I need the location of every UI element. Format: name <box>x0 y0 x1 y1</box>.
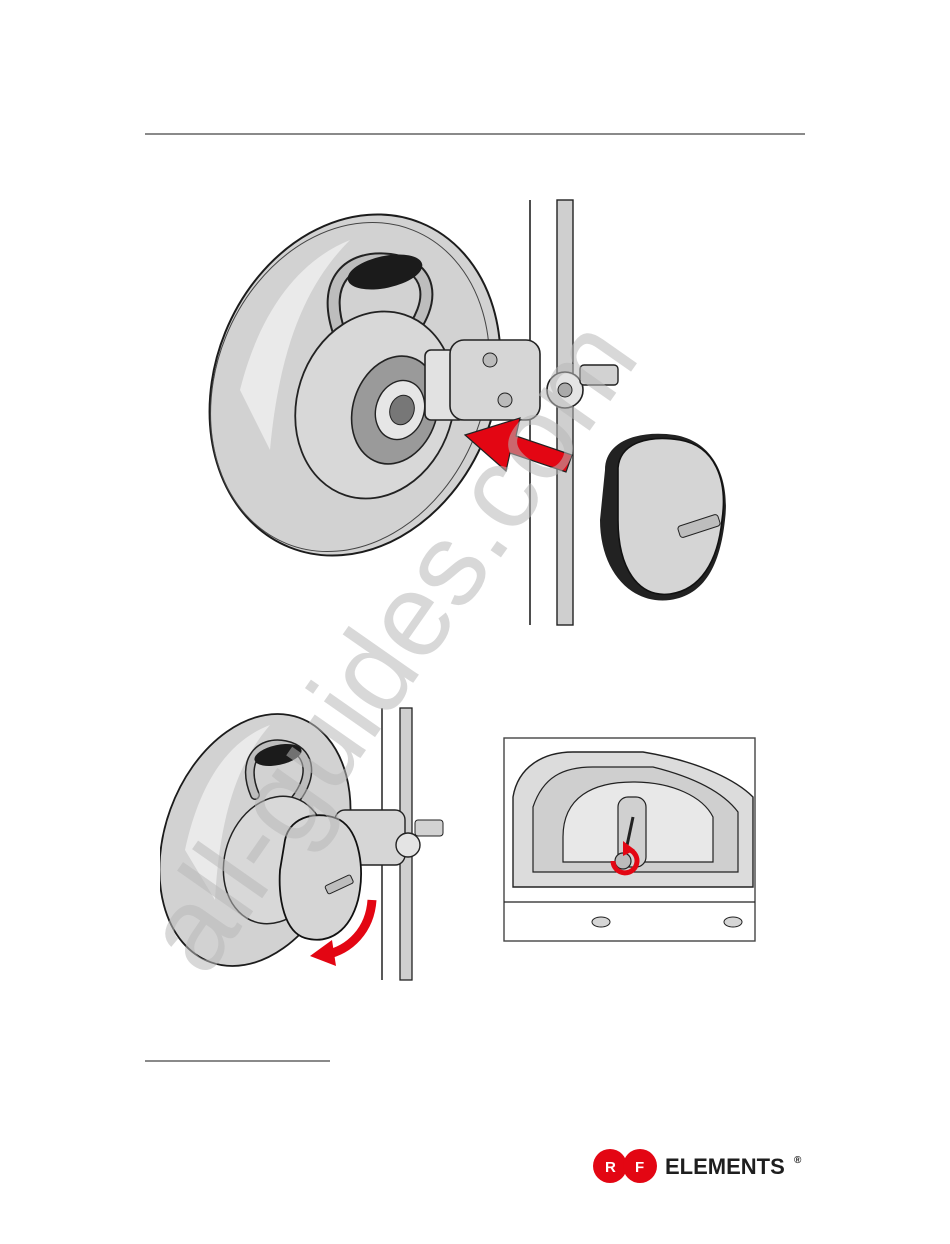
figure-screw-detail <box>503 737 756 942</box>
top-divider <box>145 133 805 135</box>
figure-attach-radio <box>200 190 760 630</box>
mounting-bracket <box>425 340 618 420</box>
bottom-divider <box>145 1060 330 1062</box>
figure-rotate-radio <box>160 700 460 990</box>
brand-logo: R F ELEMENTS ® <box>592 1145 812 1187</box>
registered-mark: ® <box>794 1155 802 1166</box>
radio-unit <box>600 434 726 601</box>
brand-name: ELEMENTS <box>665 1154 785 1179</box>
logo-letter-f: F <box>635 1159 644 1176</box>
radio-unit <box>280 815 361 940</box>
logo-letter-r: R <box>605 1159 616 1176</box>
